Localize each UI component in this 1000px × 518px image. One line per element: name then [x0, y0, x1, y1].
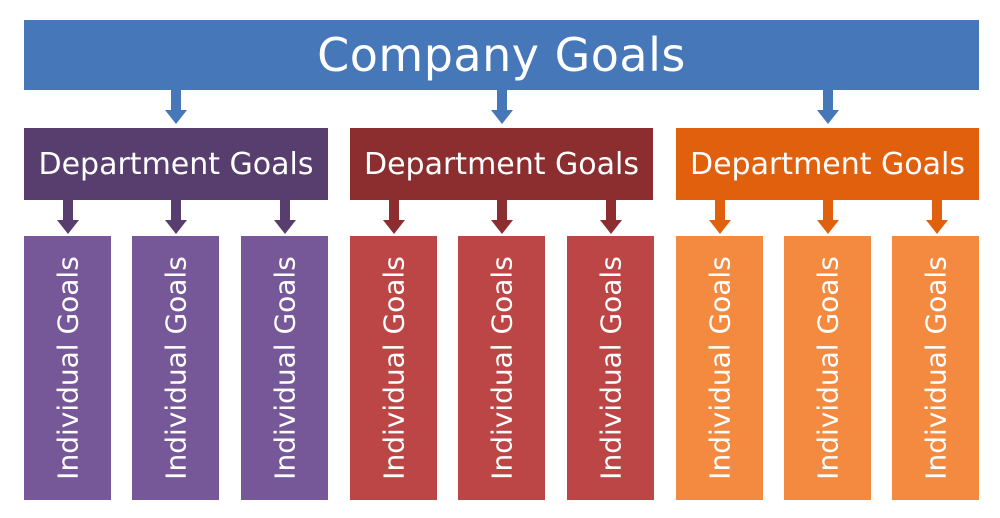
department-goals-box: Department Goals: [676, 128, 979, 200]
individual-goals-box: Individual Goals: [241, 236, 328, 500]
arrow-down-icon: [817, 200, 839, 236]
individual-goals-box: Individual Goals: [132, 236, 219, 500]
department-goals-box: Department Goals: [350, 128, 653, 200]
individual-goals-label: Individual Goals: [919, 256, 952, 480]
individual-goals-box: Individual Goals: [676, 236, 763, 500]
arrow-down-icon: [165, 200, 187, 236]
arrow-down-icon: [383, 200, 405, 236]
arrow-down-icon: [274, 200, 296, 236]
department-goals-box: Department Goals: [24, 128, 328, 200]
individual-goals-label: Individual Goals: [811, 256, 844, 480]
arrow-down-icon: [57, 200, 79, 236]
individual-goals-label: Individual Goals: [377, 256, 410, 480]
individual-goals-box: Individual Goals: [350, 236, 437, 500]
company-goals-box: Company Goals: [24, 20, 979, 90]
individual-goals-label: Individual Goals: [594, 256, 627, 480]
individual-goals-label: Individual Goals: [51, 256, 84, 480]
arrow-down-icon: [709, 200, 731, 236]
individual-goals-box: Individual Goals: [567, 236, 654, 500]
individual-goals-box: Individual Goals: [892, 236, 979, 500]
individual-goals-box: Individual Goals: [24, 236, 111, 500]
individual-goals-label: Individual Goals: [703, 256, 736, 480]
arrow-down-icon: [600, 200, 622, 236]
individual-goals-box: Individual Goals: [784, 236, 871, 500]
individual-goals-label: Individual Goals: [485, 256, 518, 480]
individual-goals-label: Individual Goals: [268, 256, 301, 480]
arrow-down-icon: [817, 90, 839, 126]
individual-goals-box: Individual Goals: [458, 236, 545, 500]
arrow-down-icon: [926, 200, 948, 236]
arrow-down-icon: [165, 90, 187, 126]
arrow-down-icon: [491, 200, 513, 236]
individual-goals-label: Individual Goals: [159, 256, 192, 480]
arrow-down-icon: [491, 90, 513, 126]
